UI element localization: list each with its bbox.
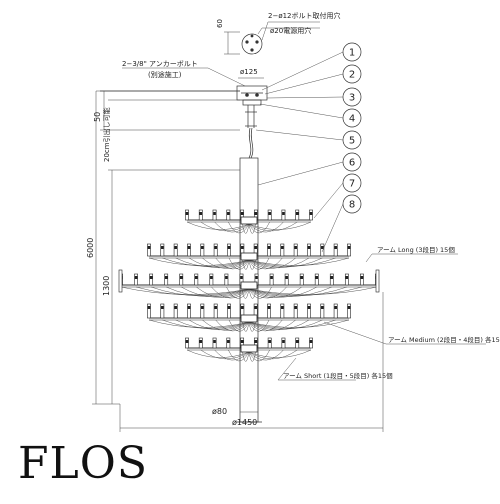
callout-5: 5 [255, 129, 362, 150]
main-stem [236, 157, 262, 423]
part-callouts: 1 2 3 4 5 6 7 8 [255, 42, 362, 253]
callout-2: 2 [264, 64, 362, 95]
bolt-hole-note: 2−ø12ボルト取付用穴 [268, 11, 341, 20]
flos-logo: FLOS [18, 438, 148, 489]
callout-number: 2 [349, 70, 355, 81]
dim-overall-diameter: ø1450 [232, 418, 257, 427]
tier-3-long [119, 273, 379, 299]
tier-1-short [185, 209, 313, 234]
callout-number: 8 [349, 200, 355, 211]
callout-4: 4 [259, 103, 362, 128]
callout-1: 1 [261, 42, 362, 91]
callout-8: 8 [321, 194, 362, 253]
tier-2-medium [147, 243, 351, 270]
dim-overall-height: 6000 [86, 238, 95, 258]
arm-short-label: アーム Short (1段目・5段目) 各15個 [283, 371, 393, 380]
dim-stem-diameter: ø80 [212, 407, 227, 416]
suspension-cable [245, 105, 257, 159]
callout-number: 7 [349, 179, 355, 190]
callout-number: 5 [349, 136, 355, 147]
dim-plate-width: ø125 [240, 68, 258, 76]
callout-7: 7 [313, 173, 362, 219]
dim-body-height: 1300 [102, 276, 111, 296]
callout-number: 1 [349, 48, 355, 59]
ceiling-plate-top-view [224, 21, 320, 55]
callout-number: 6 [349, 158, 355, 169]
tier-4-medium [147, 303, 351, 332]
callout-number: 3 [349, 93, 355, 104]
mount-plate [236, 85, 268, 106]
power-hole-note: ø20電源用穴 [270, 26, 311, 35]
anchor-bolt-note: 2−3/8" アンカーボルト [122, 60, 198, 68]
pull-out-note: 20cm引出し可能 [102, 107, 111, 162]
callout-6: 6 [257, 152, 362, 186]
arm-medium-label: アーム Medium (2段目・4段目) 各15個 [388, 335, 500, 344]
anchor-bolt-sub-note: (別途施工) [148, 70, 182, 79]
dim-side-50: 50 [93, 112, 102, 122]
arm-long-label: アーム Long (3段目) 15個 [377, 245, 455, 254]
dim-top-60: 60 [216, 19, 224, 28]
callout-3: 3 [266, 87, 362, 107]
chandelier-arms [118, 209, 380, 362]
callout-number: 4 [349, 114, 355, 125]
tier-5-short [185, 337, 313, 362]
